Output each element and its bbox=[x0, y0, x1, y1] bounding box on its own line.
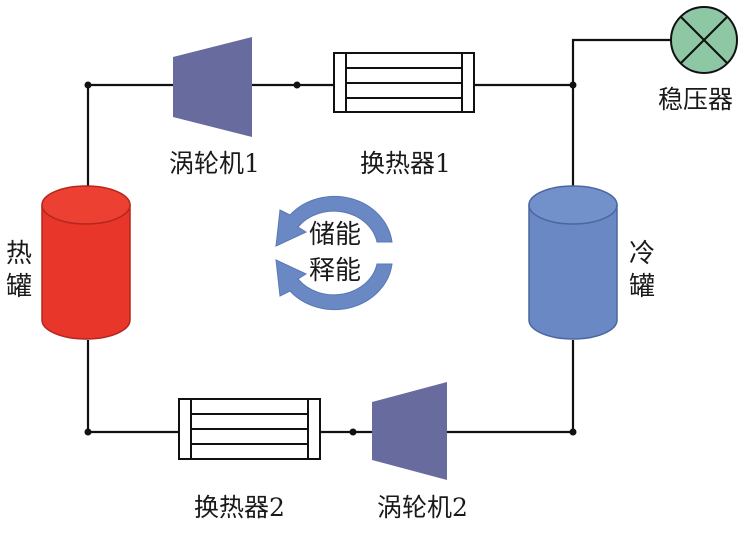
heat-exchanger2-icon bbox=[178, 398, 321, 460]
cycle-arrows bbox=[275, 195, 393, 311]
pipe-to-stabilizer bbox=[571, 38, 671, 190]
turbine2-label: 涡轮机2 bbox=[377, 493, 468, 522]
cold-tank-label: 冷罐 bbox=[627, 238, 657, 303]
hot-tank-label: 热罐 bbox=[4, 238, 34, 303]
cycle-label-discharge: 释能 bbox=[309, 256, 362, 286]
hot-tank-label-text: 热罐 bbox=[5, 239, 32, 302]
junction-dots bbox=[84, 81, 577, 436]
junction-dot bbox=[569, 81, 577, 89]
pipe-hot-tank-to-turbine1 bbox=[86, 83, 173, 190]
pipe-hx2-to-hot-tank bbox=[86, 340, 179, 434]
heat-exchanger2-label: 换热器2 bbox=[194, 493, 285, 522]
stabilizer-icon bbox=[670, 6, 738, 74]
junction-dot bbox=[293, 81, 301, 89]
junction-dot bbox=[84, 81, 92, 89]
hot-tank-icon bbox=[41, 185, 131, 340]
turbine1-label: 涡轮机1 bbox=[169, 149, 260, 178]
cold-tank-icon bbox=[528, 185, 618, 340]
junction-dot bbox=[349, 428, 357, 436]
pipe-cold-tank-to-turbine2 bbox=[447, 340, 575, 434]
turbine2-icon bbox=[372, 382, 447, 480]
heat-exchanger1-label: 换热器1 bbox=[360, 149, 451, 178]
turbine1-icon bbox=[173, 37, 252, 137]
discharge-arrow-icon bbox=[275, 259, 393, 311]
junction-dot bbox=[84, 428, 92, 436]
stabilizer-label: 稳压器 bbox=[658, 85, 734, 114]
heat-exchanger1-icon bbox=[333, 52, 475, 113]
cold-tank-label-text: 冷罐 bbox=[628, 239, 655, 302]
junction-dot bbox=[569, 428, 577, 436]
cycle-label-charge: 储能 bbox=[309, 220, 362, 250]
charge-arrow-icon bbox=[275, 195, 393, 247]
